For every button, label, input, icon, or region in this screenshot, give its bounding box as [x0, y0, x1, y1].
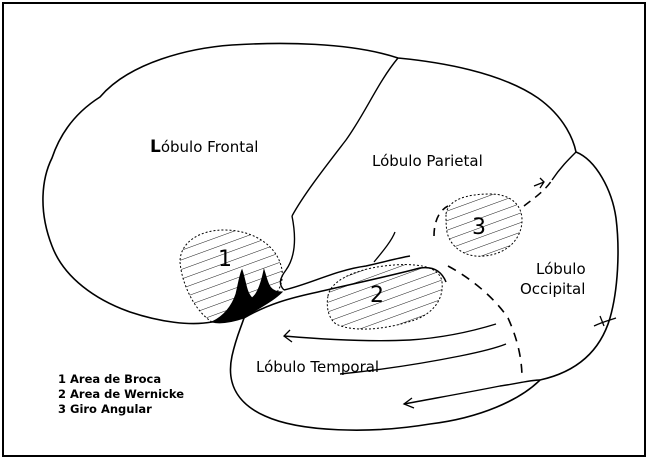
occipital-lobe-label-line2: Occipital	[520, 280, 585, 298]
parieto-occipital-curve	[552, 152, 576, 180]
central-sulcus	[292, 58, 398, 216]
parietal-lobe-label: Lóbulo Parietal	[372, 152, 483, 170]
frontal-contour	[280, 216, 294, 290]
temporal-lobe-label: Lóbulo Temporal	[256, 358, 379, 376]
frontal-lobe-label: Lóbulo Frontal	[150, 137, 258, 157]
broca-area-number: 1	[218, 247, 232, 272]
wernicke-area-number: 2	[370, 283, 384, 308]
legend-item-wernicke: 2 Area de Wernicke	[58, 387, 184, 401]
legend: 1 Area de Broca 2 Area de Wernicke 3 Gir…	[58, 372, 184, 416]
occipital-sulcus-upper	[534, 178, 544, 188]
wernicke-area	[327, 265, 442, 330]
occipital-lobe-label-line1: Lóbulo	[536, 260, 586, 278]
temporal-sulcus-lower	[404, 380, 540, 404]
broca-area	[180, 230, 282, 322]
occipital-sulcus-lower	[594, 316, 616, 326]
fissure-branch	[374, 232, 395, 262]
angular-gyrus-number: 3	[472, 215, 486, 240]
parietal-dashed-boundary	[434, 206, 448, 236]
legend-item-broca: 1 Area de Broca	[58, 372, 161, 386]
occipital-dashed-boundary	[448, 266, 522, 378]
legend-item-angular: 3 Giro Angular	[58, 402, 152, 416]
